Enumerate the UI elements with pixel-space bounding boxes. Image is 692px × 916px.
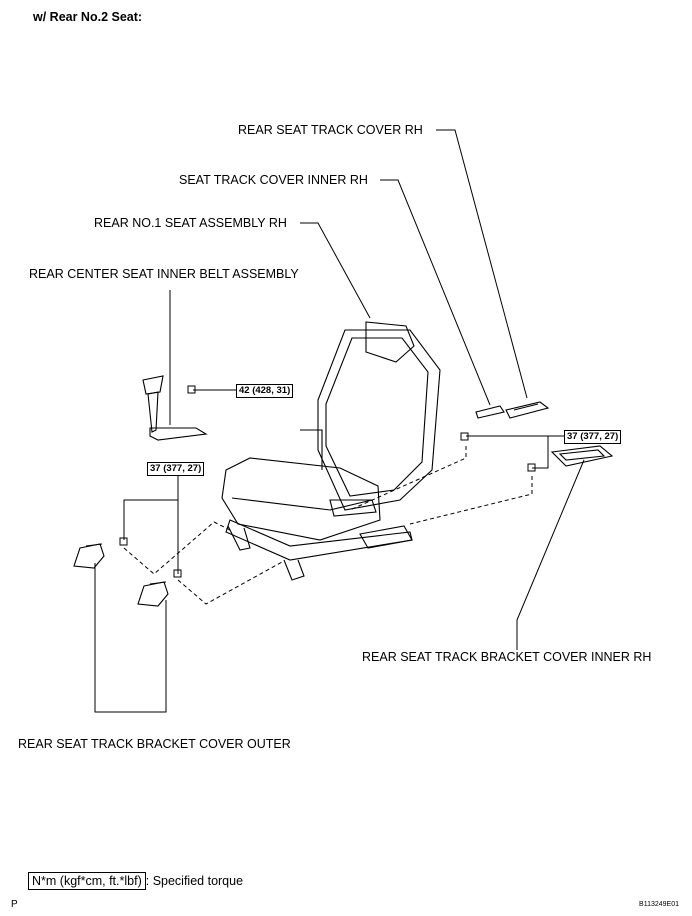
torque-spec-belt-bolt: 42 (428, 31) bbox=[236, 384, 294, 398]
center-belt-assembly bbox=[142, 375, 208, 441]
legend-description: : Specified torque bbox=[145, 874, 244, 888]
torque-spec-right-bolts: 37 (377, 27) bbox=[564, 430, 622, 444]
callout-rear-no1-seat-assembly-rh: REAR NO.1 SEAT ASSEMBLY RH bbox=[94, 216, 287, 230]
torque-spec-left-bolts: 37 (377, 27) bbox=[147, 462, 205, 476]
bolts bbox=[119, 385, 536, 578]
dashed-install-paths bbox=[123, 446, 533, 605]
leader-seat-track-cover-inner-rh bbox=[380, 179, 491, 406]
torque-leader-right bbox=[466, 435, 564, 469]
torque-leader-left bbox=[123, 475, 179, 574]
page-mark: P bbox=[11, 899, 18, 910]
figure-id: B113249E01 bbox=[639, 901, 679, 908]
callout-seat-track-cover-inner-rh: SEAT TRACK COVER INNER RH bbox=[179, 173, 368, 187]
callout-bracket-cover-inner-rh: REAR SEAT TRACK BRACKET COVER INNER RH bbox=[362, 650, 652, 664]
track-covers bbox=[475, 401, 550, 419]
legend-unit-box: N*m (kgf*cm, ft.*lbf) bbox=[28, 872, 146, 890]
bracket-covers-outer bbox=[73, 543, 169, 607]
callout-rear-center-seat-inner-belt: REAR CENTER SEAT INNER BELT ASSEMBLY bbox=[29, 267, 299, 281]
bracket-cover-inner-rh bbox=[550, 445, 614, 467]
section-header: w/ Rear No.2 Seat: bbox=[33, 10, 143, 24]
leader-bracket-cover-inner-rh bbox=[516, 459, 585, 650]
seat-assembly bbox=[221, 321, 441, 581]
leader-bracket-cover-outer bbox=[94, 563, 167, 713]
callout-bracket-cover-outer: REAR SEAT TRACK BRACKET COVER OUTER bbox=[18, 737, 291, 751]
leader-rear-no1-seat-assembly bbox=[300, 222, 371, 319]
callout-rear-seat-track-cover-rh: REAR SEAT TRACK COVER RH bbox=[238, 123, 423, 137]
torque-legend: N*m (kgf*cm, ft.*lbf): Specified torque bbox=[28, 872, 244, 890]
leader-rear-seat-track-cover-rh bbox=[436, 129, 528, 399]
